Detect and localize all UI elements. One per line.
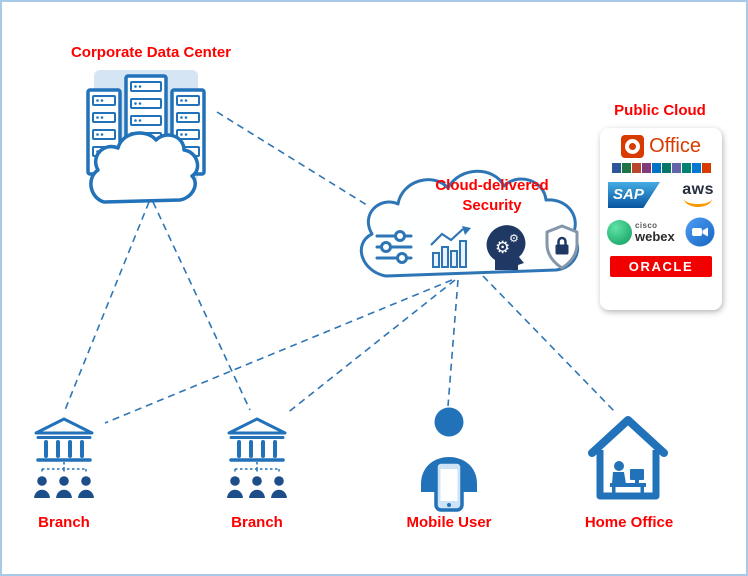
datacenter-cloud-shape [89, 131, 200, 204]
cisco-text: cisco [635, 220, 658, 230]
office-logo: Office [621, 135, 701, 158]
analytics-chart-icon [429, 226, 471, 268]
mobile-user-icon [421, 407, 477, 512]
security-cloud-shape [359, 169, 579, 278]
aws-logo: aws [682, 181, 714, 207]
shield-lock-icon [545, 224, 579, 270]
branch1-label: Branch [38, 514, 90, 531]
sap-logo: SAP [608, 182, 660, 208]
ms365-apps-strip-icon [611, 163, 711, 173]
corporate-data-center-label: Corporate Data Center [70, 44, 232, 61]
ai-head-gears-icon: ⚙ ⚙ [486, 225, 526, 270]
oracle-logo: ORACLE [610, 256, 712, 277]
branch2-label: Branch [231, 514, 283, 531]
aws-smile-icon [684, 197, 713, 207]
cloud-security-label: Cloud-delivered Security [410, 176, 574, 217]
branch-people-icons [34, 476, 94, 498]
webex-sphere-icon [607, 219, 632, 245]
webex-wordmark: cisco webex [635, 220, 675, 244]
datacenter-servers-icon [86, 70, 206, 204]
branch-bank-icon [34, 417, 94, 498]
svg-text:⚙: ⚙ [495, 238, 510, 258]
security-feature-icons: ⚙ ⚙ [372, 221, 584, 273]
public-cloud-panel: Office SAP aws cisco webex [600, 128, 722, 310]
home-office-label: Home Office [584, 514, 674, 531]
aws-wordmark: aws [682, 181, 714, 198]
home-office-icon [588, 416, 668, 500]
branch-bank-icon [227, 417, 287, 498]
branch-people-icons [227, 476, 287, 498]
office-icon [621, 135, 645, 158]
office-wordmark: Office [649, 135, 701, 157]
google-duo-video-icon [685, 217, 715, 247]
public-cloud-label: Public Cloud [614, 102, 706, 119]
sliders-icon [375, 230, 413, 264]
webex-duo-row: cisco webex [600, 217, 722, 247]
webex-text: webex [635, 228, 675, 244]
cloud-security-label-line1: Cloud-delivered [435, 177, 549, 194]
mobile-user-label: Mobile User [406, 514, 492, 531]
sap-aws-row: SAP aws [600, 182, 722, 208]
person-at-desk-icon [610, 461, 646, 496]
svg-text:⚙: ⚙ [509, 232, 519, 245]
cisco-webex-logo: cisco webex [607, 219, 675, 245]
cloud-security-label-line2: Security [462, 197, 522, 215]
